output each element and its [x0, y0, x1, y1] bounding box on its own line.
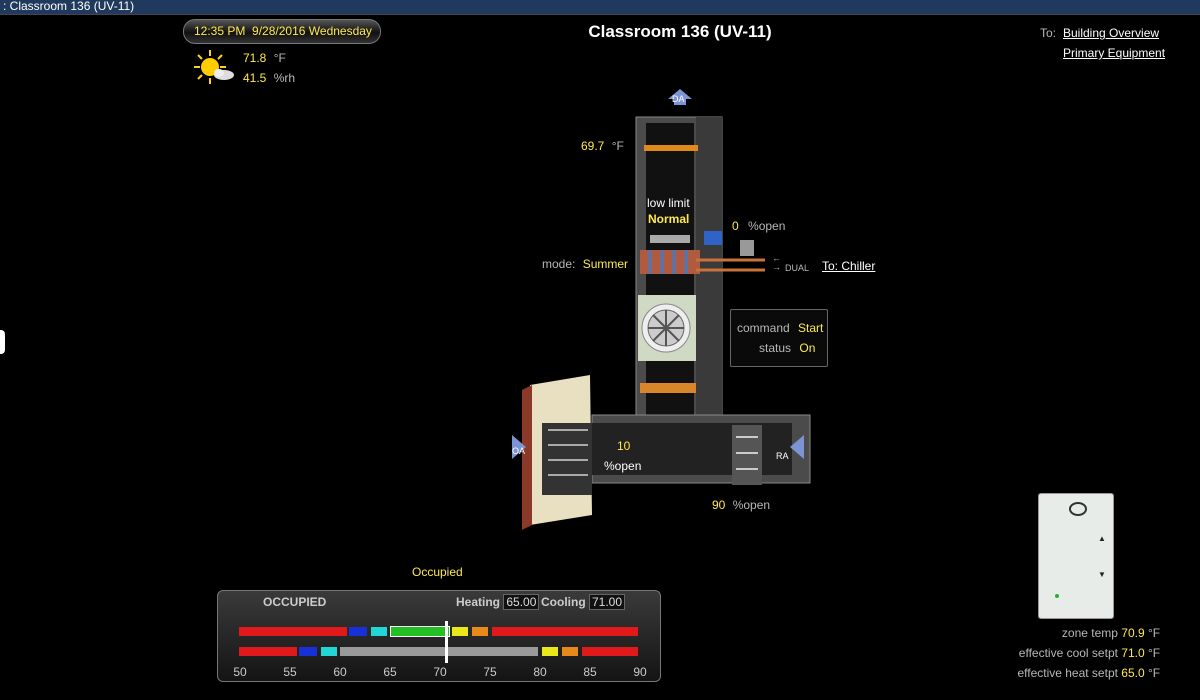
zone-temp-label: zone temp — [1061, 626, 1118, 640]
zone-temp-marker — [445, 621, 448, 663]
ra-damper-value: 90 — [712, 498, 726, 512]
heat-setpt-label: effective heat setpt — [1017, 666, 1118, 680]
chiller-link[interactable]: To: Chiller — [822, 259, 876, 273]
status-row: status On — [759, 341, 815, 355]
bar-top-blue — [349, 627, 367, 636]
outdoor-temp: 71.8 °F — [243, 51, 286, 65]
weekday-text: Wednesday — [308, 24, 372, 38]
heating-setpoint: Heating 65.00 — [456, 594, 540, 610]
command-status-box[interactable]: command Start status On — [730, 309, 828, 367]
command-row: command Start — [737, 321, 823, 335]
mode-display: mode: Summer — [542, 257, 628, 271]
bar-top-green — [390, 626, 450, 637]
setpoint-panel: OCCUPIED Heating 65.00 Cooling 71.00 50 … — [217, 590, 661, 682]
bar-top-cyan — [371, 627, 387, 636]
thermostat-logo-icon — [1069, 502, 1087, 516]
heating-label: Heating — [456, 595, 501, 609]
low-limit-label: low limit — [647, 196, 690, 210]
status-value: On — [799, 341, 816, 355]
scale-tick: 80 — [533, 665, 547, 679]
bar-top-yellow — [452, 627, 468, 636]
cooling-value[interactable]: 71.00 — [589, 594, 626, 610]
bar-bottom-heat-red — [239, 647, 297, 656]
discharge-temp-unit: °F — [611, 139, 624, 153]
date-text: 9/28/2016 — [252, 24, 306, 38]
side-scroll-handle[interactable] — [0, 330, 5, 354]
ra-damper-unit: %open — [732, 498, 771, 512]
dual-label: DUAL — [785, 263, 810, 273]
scale-tick: 85 — [583, 665, 597, 679]
mode-value: Summer — [582, 257, 629, 271]
oa-damper-value: 10 — [617, 439, 631, 453]
discharge-temp-value: 69.7 — [581, 139, 605, 153]
valve-open-unit: %open — [748, 219, 786, 233]
bar-top-cool-red — [492, 627, 638, 636]
scale-tick: 50 — [233, 665, 247, 679]
bar-top-orange — [472, 627, 488, 636]
discharge-temp: 69.7 °F — [581, 139, 624, 153]
ra-damper: 90 %open — [712, 498, 770, 512]
page-title: Classroom 136 (UV-11) — [588, 22, 772, 41]
low-limit-status: Normal — [648, 212, 690, 226]
scale-tick: 90 — [633, 665, 647, 679]
bar-bottom-orange — [562, 647, 578, 656]
occupancy-status: Occupied — [412, 565, 463, 579]
outdoor-temp-unit: °F — [273, 51, 286, 65]
thermostat-led-icon — [1055, 594, 1059, 598]
window-title: : Classroom 136 (UV-11) — [3, 0, 135, 13]
time-text: 12:35 PM — [194, 24, 246, 38]
valve-open-value: 0 — [732, 219, 739, 233]
scale-tick: 65 — [383, 665, 397, 679]
da-label: DA — [672, 94, 685, 104]
heating-value[interactable]: 65.00 — [503, 594, 540, 610]
cooling-label: Cooling — [541, 595, 586, 609]
outdoor-humidity-value: 41.5 — [243, 71, 267, 85]
cool-setpt-unit: °F — [1148, 646, 1161, 660]
bar-bottom-cool-red — [582, 647, 638, 656]
thermostat-device[interactable]: ▲ ▼ — [1038, 493, 1114, 619]
nav-prefix: To: — [1040, 26, 1057, 40]
sun-cloud-icon — [194, 50, 234, 84]
unit-ventilator-graphic — [512, 89, 811, 530]
heat-setpt-value: 65.0 — [1121, 666, 1145, 680]
bar-bottom-gray — [340, 647, 538, 656]
cool-setpt-value: 71.0 — [1121, 646, 1145, 660]
thermostat-down-icon: ▼ — [1098, 570, 1106, 579]
cool-setpt-label: effective cool setpt — [1018, 646, 1118, 660]
bar-bottom-yellow — [542, 647, 558, 656]
bar-bottom-blue — [299, 647, 317, 656]
zone-temp-row: zone temp 70.9 °F — [1000, 626, 1190, 640]
outdoor-temp-value: 71.8 — [243, 51, 267, 65]
command-value: Start — [798, 321, 824, 335]
scale-tick: 55 — [283, 665, 297, 679]
window-titlebar: : Classroom 136 (UV-11) — [0, 0, 1200, 15]
scale-tick: 60 — [333, 665, 347, 679]
occupied-panel-label: OCCUPIED — [263, 595, 327, 609]
valve-position: 0 %open — [732, 219, 785, 233]
scale-tick: 75 — [483, 665, 497, 679]
bar-top-heat-red — [239, 627, 347, 636]
cool-setpt-row: effective cool setpt 71.0 °F — [960, 646, 1190, 660]
heat-setpt-unit: °F — [1148, 666, 1161, 680]
cooling-setpoint: Cooling 71.00 — [541, 594, 626, 610]
oa-damper-unit: %open — [604, 459, 642, 473]
outdoor-humidity: 41.5 %rh — [243, 71, 295, 85]
outdoor-humidity-unit: %rh — [273, 71, 296, 85]
bar-bottom-cyan — [321, 647, 337, 656]
datetime-display: 12:35 PM 9/28/2016 Wednesday — [183, 19, 381, 44]
mode-label: mode: — [542, 257, 576, 271]
scale-tick: 70 — [433, 665, 447, 679]
heat-setpt-row: effective heat setpt 65.0 °F — [960, 666, 1190, 680]
command-label: command — [737, 321, 790, 335]
primary-equipment-link[interactable]: Primary Equipment — [1063, 46, 1166, 60]
oa-label: OA — [512, 446, 526, 456]
zone-temp-unit: °F — [1148, 626, 1161, 640]
ra-label: RA — [776, 451, 789, 461]
building-overview-link[interactable]: Building Overview — [1063, 26, 1160, 40]
zone-temp-value: 70.9 — [1121, 626, 1145, 640]
status-label: status — [759, 341, 792, 355]
thermostat-up-icon: ▲ — [1098, 534, 1106, 543]
pipe-flow-arrows: ←→ — [772, 253, 781, 272]
